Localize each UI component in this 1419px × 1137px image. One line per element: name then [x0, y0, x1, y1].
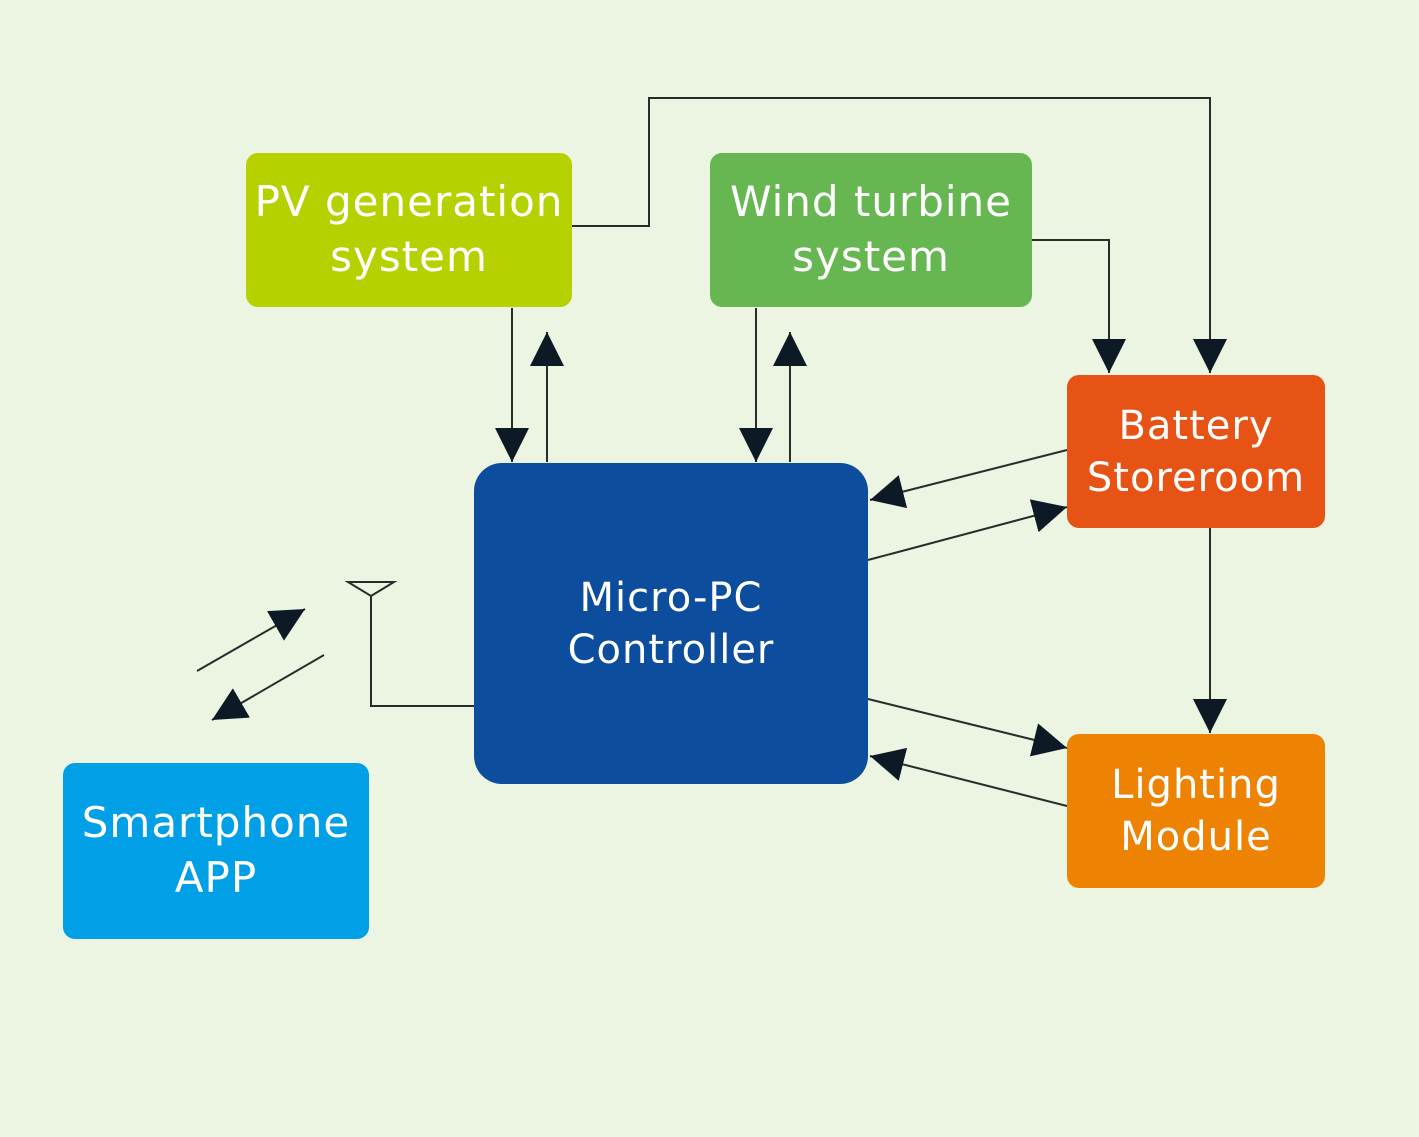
pv-node-label-line1: PV generation — [254, 177, 564, 227]
wind-node-label-line2: system — [792, 232, 950, 281]
wireless-arrow-to-antenna — [196, 608, 306, 672]
micro-pc-controller-node: Micro-PC Controller — [474, 463, 868, 784]
controller-node-label-line2: Controller — [567, 626, 775, 673]
lighting-node-label-line2: Module — [1120, 814, 1272, 860]
pv-generation-system-node: PV generation system — [246, 153, 572, 307]
antenna-icon — [344, 581, 398, 598]
arrow-pv-to-battery — [572, 97, 1227, 373]
arrow-battery-to-controller — [869, 449, 1068, 509]
battery-node-label-line2: Storeroom — [1086, 454, 1306, 501]
pv-node-label-line2: system — [330, 232, 488, 281]
wind-turbine-system-node: Wind turbine system — [710, 153, 1032, 307]
battery-storeroom-node: Battery Storeroom — [1067, 375, 1325, 528]
arrow-controller-to-battery — [867, 499, 1068, 561]
wireless-arrow-to-smartphone — [211, 654, 325, 721]
battery-node-label-line1: Battery — [1118, 402, 1274, 449]
wind-node-label-line1: Wind turbine — [729, 177, 1013, 227]
arrow-lighting-to-controller — [869, 747, 1068, 807]
antenna-feed-line — [370, 596, 474, 707]
controller-node-label-line1: Micro-PC — [579, 574, 763, 621]
lighting-node-label-line1: Lighting — [1111, 762, 1281, 808]
smartphone-node-label-line2: APP — [174, 853, 258, 902]
arrow-controller-to-lighting — [867, 698, 1068, 757]
smartphone-app-node: Smartphone APP — [63, 763, 369, 939]
smartphone-node-label-line1: Smartphone — [81, 798, 351, 848]
arrow-wind-to-battery — [1032, 239, 1126, 373]
lighting-module-node: Lighting Module — [1067, 734, 1325, 888]
